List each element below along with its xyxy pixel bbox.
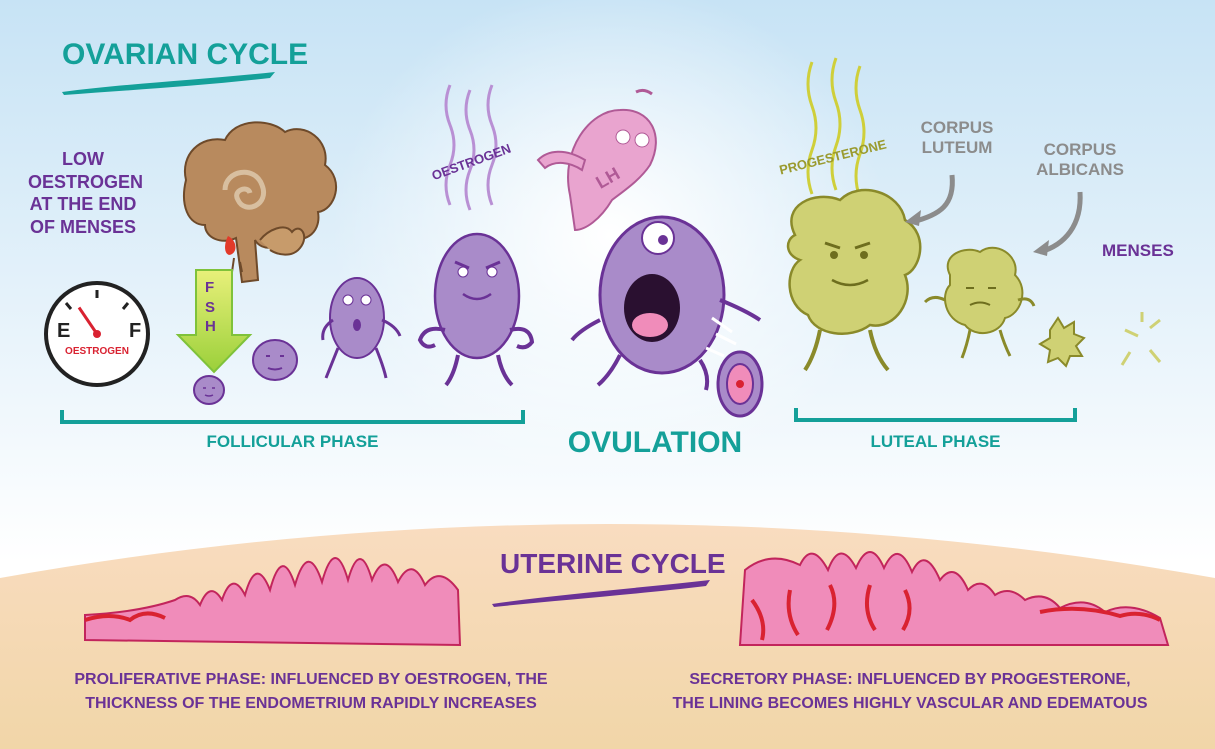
uterine-cycle-title: UTERINE CYCLE	[500, 548, 726, 580]
follicle-primordial	[194, 376, 224, 404]
proliferative-phase-caption: PROLIFERATIVE PHASE: INFLUENCED BY OESTR…	[14, 668, 608, 716]
gauge-full-mark: F	[129, 320, 141, 343]
corpus-luteum-label: CORPUS LUTEUM	[912, 118, 1002, 159]
ovulation-label: OVULATION	[520, 426, 790, 461]
gauge-empty-mark: E	[57, 320, 70, 343]
gauge-label: OESTROGEN	[62, 346, 132, 358]
secretory-phase-caption: SECRETORY PHASE: INFLUENCED BY PROGESTER…	[615, 668, 1205, 716]
corpus-albicans-label: CORPUS ALBICANS	[1030, 140, 1130, 181]
follicular-phase-label: FOLLICULAR PHASE	[62, 432, 523, 452]
released-oocyte	[718, 352, 762, 416]
ovarian-cycle-title: OVARIAN CYCLE	[62, 38, 308, 73]
follicle-primary	[253, 340, 297, 380]
luteal-phase-label: LUTEAL PHASE	[796, 432, 1075, 452]
fsh-label: FSH	[205, 278, 219, 337]
menses-label: MENSES	[1102, 241, 1174, 261]
low-oestrogen-label: LOW OESTROGEN AT THE END OF MENSES	[28, 148, 138, 238]
